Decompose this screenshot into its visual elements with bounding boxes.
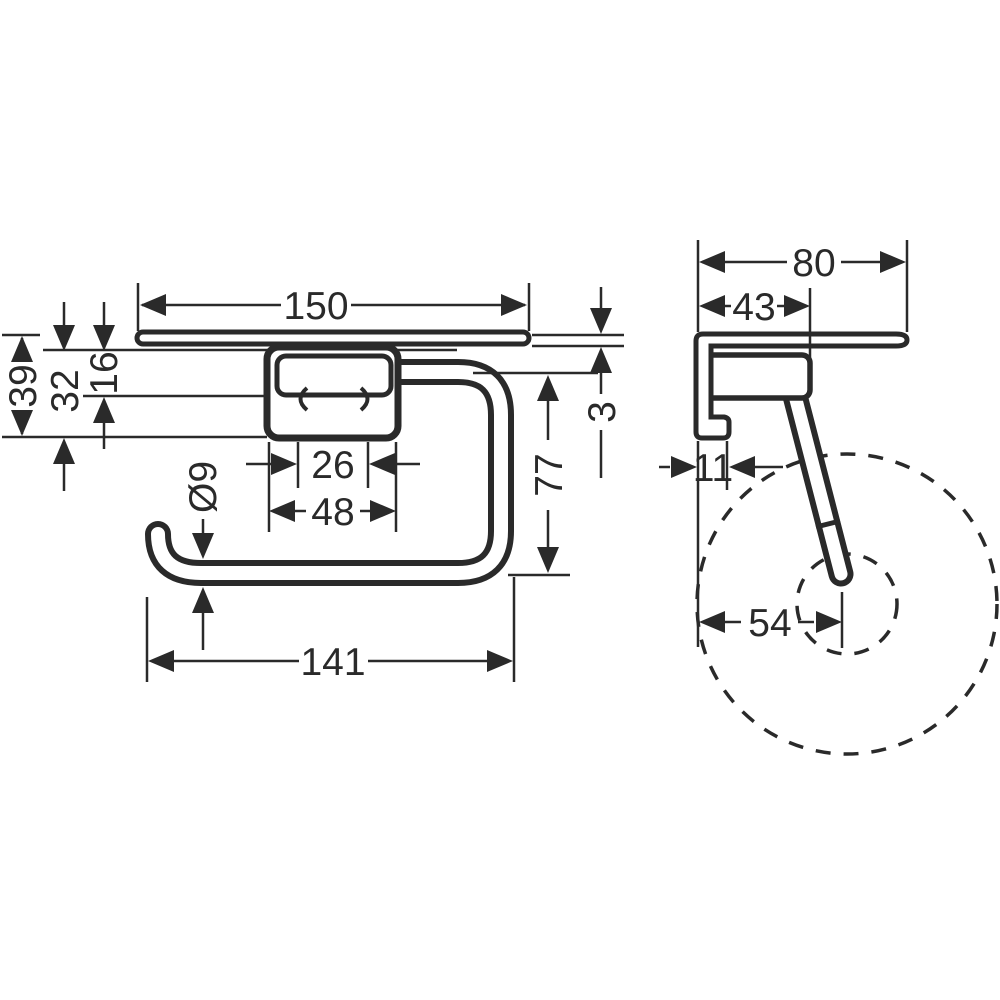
- dim-plate-width: 48: [267, 442, 398, 534]
- arrowhead-right: [671, 456, 697, 478]
- dim-3-label: 3: [581, 401, 624, 423]
- dim-shelf-thickness: 3: [532, 287, 624, 478]
- arrowhead-up: [537, 375, 559, 401]
- arrowhead-up: [53, 438, 75, 464]
- dim-39-label: 39: [2, 364, 45, 407]
- holder-arm-core: [786, 381, 848, 581]
- dim-lower-lip-depth: 11: [659, 441, 783, 490]
- wall-plate-inner-panel: [274, 353, 394, 398]
- arrowhead-left: [699, 251, 725, 273]
- screw-slot-right: [359, 386, 370, 412]
- arrowhead-down: [537, 547, 559, 573]
- arrowhead-right: [370, 500, 396, 522]
- dim-diameter-label: Ø9: [182, 461, 225, 513]
- arrowhead-up: [192, 587, 214, 613]
- paper-roll-outline: [695, 452, 999, 756]
- shelf-front: [134, 329, 532, 347]
- arrowhead-left: [369, 453, 395, 475]
- arrowhead-right: [784, 295, 810, 317]
- arm-joint-line: [815, 518, 841, 530]
- dim-total-height: 39: [2, 336, 45, 436]
- dim-11-label: 11: [693, 447, 734, 490]
- roll-bar-core: [151, 365, 508, 580]
- front-view: 150 39 32 16: [2, 283, 624, 684]
- screw-slot-left: [298, 386, 309, 412]
- dim-screw-spacing: 26: [246, 442, 420, 488]
- dim-26-label: 26: [311, 444, 354, 487]
- arrowhead-left: [699, 611, 725, 633]
- arrowhead-up: [11, 336, 33, 362]
- arrowhead-right: [487, 650, 513, 672]
- arrowhead-left: [699, 295, 725, 317]
- arrowhead-left: [140, 294, 166, 316]
- arrowhead-right: [271, 453, 297, 475]
- arrowhead-left: [729, 456, 755, 478]
- arrowhead-right: [501, 294, 527, 316]
- arrowhead-down: [590, 308, 612, 334]
- dim-48-label: 48: [311, 491, 354, 534]
- side-view: 80 43 11 54: [659, 240, 999, 756]
- arrowhead-down: [192, 533, 214, 559]
- arrowhead-up: [93, 397, 115, 423]
- dim-plate-height: 32: [44, 302, 87, 491]
- dim-roll-axis-offset: 54: [699, 592, 844, 648]
- dim-bracket-depth: 43: [699, 286, 812, 389]
- arrowhead-up: [590, 347, 612, 373]
- dim-54-label: 54: [748, 602, 791, 645]
- arrowhead-right: [816, 611, 842, 633]
- arrowhead-right: [880, 251, 906, 273]
- dim-43-label: 43: [732, 286, 775, 329]
- shelf-and-wall-plate-profile: [693, 331, 910, 441]
- bracket-frame-side: [701, 352, 813, 401]
- dim-shelf-depth: 80: [699, 240, 909, 332]
- dim-bar-reach: 141: [145, 577, 516, 684]
- dim-80-label: 80: [792, 242, 835, 285]
- dim-bar-diameter: Ø9: [182, 461, 225, 650]
- dim-32-label: 32: [44, 369, 87, 412]
- dim-141-label: 141: [300, 641, 365, 684]
- dim-shelf-width: 150: [136, 283, 531, 331]
- arrowhead-down: [93, 325, 115, 351]
- dim-16-label: 16: [83, 351, 126, 394]
- arrowhead-left: [269, 500, 295, 522]
- arrowhead-down: [11, 410, 33, 436]
- dim-holder-drop-height: 77: [528, 375, 571, 573]
- arrowhead-left: [148, 650, 174, 672]
- dim-77-label: 77: [528, 453, 571, 496]
- dim-screw-offset-height: 16: [83, 302, 126, 449]
- dim-150-label: 150: [283, 285, 348, 328]
- arrowhead-down: [53, 325, 75, 351]
